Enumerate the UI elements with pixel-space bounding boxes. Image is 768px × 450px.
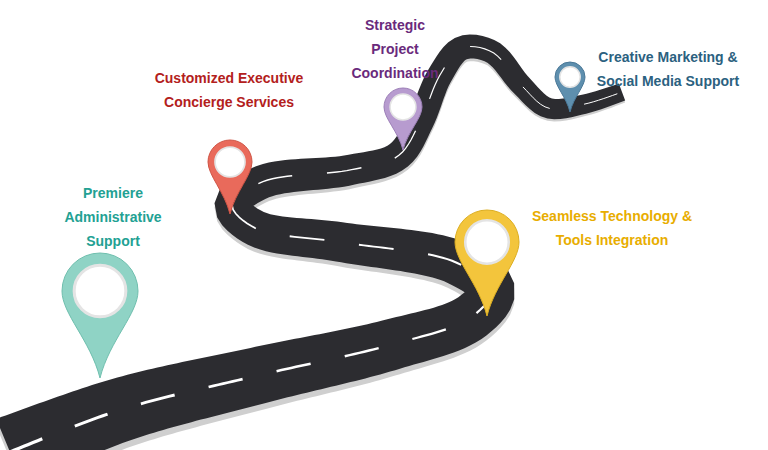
pin-body [62, 253, 138, 378]
road-dash [232, 205, 256, 229]
milestone-label: Creative Marketing & Social Media Suppor… [588, 45, 748, 93]
map-pin [62, 253, 138, 378]
pin-body [208, 140, 252, 214]
pin-body [555, 62, 585, 112]
road-dash [428, 254, 461, 265]
pin-hole [74, 265, 126, 317]
road [0, 34, 625, 450]
milestone-label: Customized Executive Concierge Services [147, 66, 312, 114]
pin-hole [390, 94, 416, 120]
road-dash [141, 395, 175, 404]
map-pin [455, 210, 519, 316]
road-dash [327, 168, 361, 173]
road-dash [277, 364, 311, 371]
pin-hole [560, 67, 580, 87]
map-pin [384, 88, 422, 150]
road-dash [10, 439, 42, 450]
pin-body [455, 210, 519, 316]
pin-hole [215, 147, 245, 177]
road-dash [359, 245, 394, 249]
road-dash [258, 176, 292, 184]
pin-body [384, 88, 422, 150]
road-dash [75, 414, 108, 426]
milestone-label: Seamless Technology & Tools Integration [532, 204, 692, 252]
road-dash [209, 379, 243, 387]
map-pin [555, 62, 585, 112]
road-dash [584, 94, 617, 104]
road-dash [290, 236, 325, 240]
road-dash [470, 46, 501, 59]
milestone-label: Premiere Administrative Support [48, 181, 178, 253]
road-dash [412, 329, 446, 339]
road-dash [345, 348, 379, 356]
road-dash [523, 87, 550, 109]
milestone-label: Strategic Project Coordination [340, 13, 450, 85]
map-pin [208, 140, 252, 214]
pin-hole [465, 220, 509, 264]
